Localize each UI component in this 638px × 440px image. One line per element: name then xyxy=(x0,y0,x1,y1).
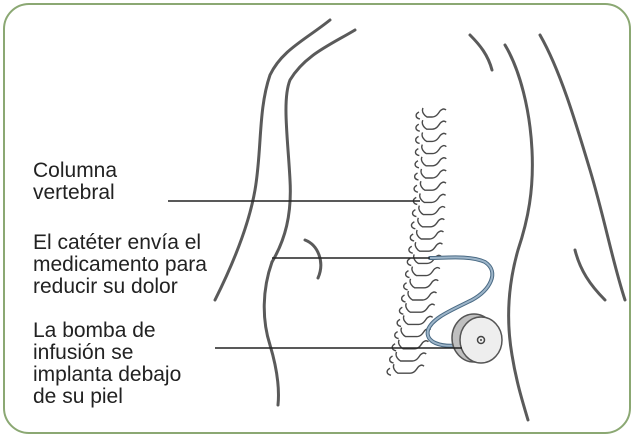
shoulder-blade-right xyxy=(468,33,494,72)
vertebra-process xyxy=(404,269,410,279)
vertebra xyxy=(415,229,444,240)
vertebra-process xyxy=(406,257,412,267)
vertebra xyxy=(411,266,441,277)
vertebra-process xyxy=(398,306,404,315)
torso-right xyxy=(503,43,534,422)
torso-outline xyxy=(213,18,627,422)
vertebra-process xyxy=(415,123,421,132)
vertebra xyxy=(407,290,438,301)
vertebra xyxy=(420,156,447,167)
vertebra-process xyxy=(408,245,413,254)
vertebra-process xyxy=(411,208,417,218)
label-catheter: El catéter envía el medicamento para red… xyxy=(33,231,207,298)
vertebra-process xyxy=(415,135,420,145)
label-pump: La bomba de infusión se implanta debajo … xyxy=(33,319,182,408)
vertebra-process xyxy=(410,221,416,230)
torso-left-lower xyxy=(262,260,280,407)
vertebra xyxy=(392,363,425,374)
vertebra-process xyxy=(394,330,399,340)
leader-lines xyxy=(168,200,462,349)
vertebra-process xyxy=(415,111,421,120)
vertebra xyxy=(405,302,436,313)
vertebra xyxy=(402,315,434,326)
vertebra-process xyxy=(413,184,419,193)
vertebra xyxy=(421,144,447,155)
vertebra xyxy=(414,241,443,252)
vertebra xyxy=(419,180,447,191)
catheter-tube xyxy=(426,256,494,347)
vertebra xyxy=(421,132,447,143)
vertebra xyxy=(418,205,446,216)
vertebra xyxy=(413,254,442,265)
infusion-pump-icon xyxy=(451,313,503,364)
vertebra xyxy=(419,193,447,204)
vertebra xyxy=(421,107,447,118)
torso-left-upper xyxy=(270,28,357,264)
arm-left-outer xyxy=(213,18,332,302)
vertebra xyxy=(420,168,447,179)
vertebra-process xyxy=(396,318,402,328)
spine-vertebrae xyxy=(386,107,447,376)
label-spine: Columna vertebral xyxy=(33,159,118,204)
vertebra-process xyxy=(403,282,408,291)
vertebra-process xyxy=(414,160,420,169)
vertebra xyxy=(421,119,447,130)
vertebra-process xyxy=(413,172,419,181)
back-contour-left xyxy=(303,238,323,280)
vertebra-process xyxy=(409,233,415,242)
vertebra-process xyxy=(414,147,420,157)
arm-right-inner xyxy=(573,248,607,302)
arm-right-outer xyxy=(538,33,627,302)
vertebra xyxy=(417,217,445,228)
vertebra xyxy=(409,278,439,289)
vertebra-process xyxy=(389,355,394,364)
vertebra xyxy=(395,351,427,362)
vertebra-process xyxy=(400,294,406,303)
vertebra-process xyxy=(386,367,392,376)
